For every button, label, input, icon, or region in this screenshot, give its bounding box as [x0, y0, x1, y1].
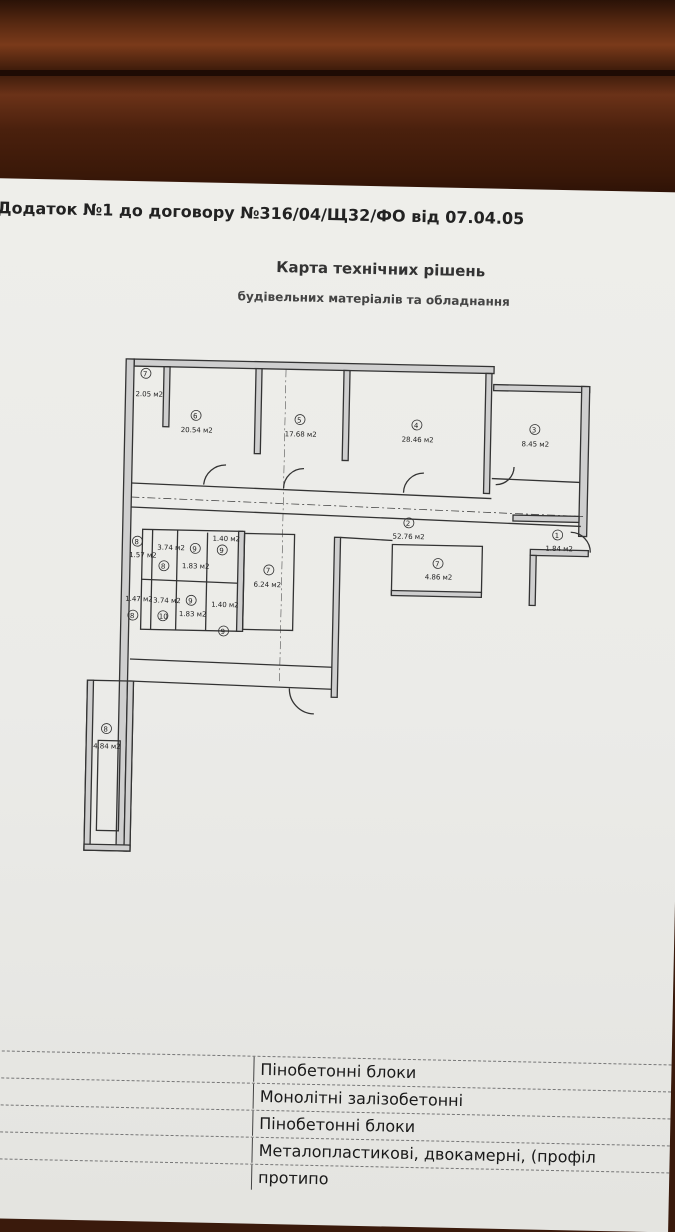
- room-8b-area: 3.74 м2: [157, 544, 185, 553]
- room-6-number: 6: [193, 412, 198, 420]
- materials-table: і Пінобетонні блоки Монолітні залізобето…: [0, 1049, 672, 1200]
- room-7a-number: 7: [143, 370, 148, 378]
- room-7b-number: 7: [435, 560, 440, 568]
- room-2-number: 2: [406, 520, 411, 528]
- room-7b-area: 4.86 м2: [425, 573, 453, 582]
- room-5-area: 17.68 м2: [285, 430, 317, 439]
- room-9d-area: 1.40 м2: [211, 601, 239, 610]
- room-5-number: 5: [297, 416, 302, 424]
- table-cell: Монолітні залізобетонні: [252, 1083, 464, 1114]
- top-wall: [133, 358, 495, 375]
- room-7a-area: 2.05 м2: [135, 390, 163, 399]
- room-7c-number: 7: [266, 567, 271, 575]
- room-9d-number: 9: [220, 628, 225, 636]
- table-cell: Пінобетонні блоки: [252, 1110, 416, 1140]
- room-8c-area: 1.47 м2: [125, 595, 153, 604]
- room-10-number: 10: [159, 613, 168, 621]
- room-3-area: 8.45 м2: [521, 440, 549, 449]
- room-8b-number: 8: [161, 563, 166, 571]
- room-9c-number: 9: [188, 597, 193, 605]
- room-4-area: 28.46 м2: [402, 436, 434, 445]
- room-9b-area: 1.40 м2: [212, 535, 240, 544]
- room-9b-number: 9: [219, 547, 224, 555]
- room-6-area: 20.54 м2: [181, 426, 213, 435]
- table-cell: протипо: [250, 1164, 329, 1192]
- room-9a-number: 9: [192, 545, 197, 553]
- room-1-number: 1: [555, 532, 560, 540]
- floor-plan: 7 2.05 м2 6 20.54 м2 5 17.68 м2 4 28.46 …: [83, 358, 591, 852]
- table-cell: Пінобетонні блоки: [253, 1056, 417, 1086]
- room-2-area: 52.76 м2: [392, 533, 424, 542]
- document-sheet: Додаток №1 до договору №316/04/Щ32/ФО ві…: [0, 178, 675, 1232]
- room-10-area: 3.74 м2: [153, 597, 181, 606]
- room-3-number: 3: [532, 426, 537, 434]
- room-8d-area: 4.84 м2: [93, 742, 121, 751]
- room-8a-number: 8: [134, 538, 139, 546]
- room-4-number: 4: [414, 422, 419, 430]
- room-9a-area: 1.83 м2: [182, 562, 210, 571]
- room-8d-number: 8: [103, 725, 108, 733]
- room-1-area: 1.84 м2: [545, 545, 573, 554]
- wooden-table-edge: [0, 0, 675, 200]
- room-9c-area: 1.83 м2: [179, 610, 207, 619]
- room-7c-area: 6.24 м2: [253, 581, 281, 590]
- room-8c-number: 8: [130, 612, 135, 620]
- room-8a-area: 1.57 м2: [129, 551, 157, 560]
